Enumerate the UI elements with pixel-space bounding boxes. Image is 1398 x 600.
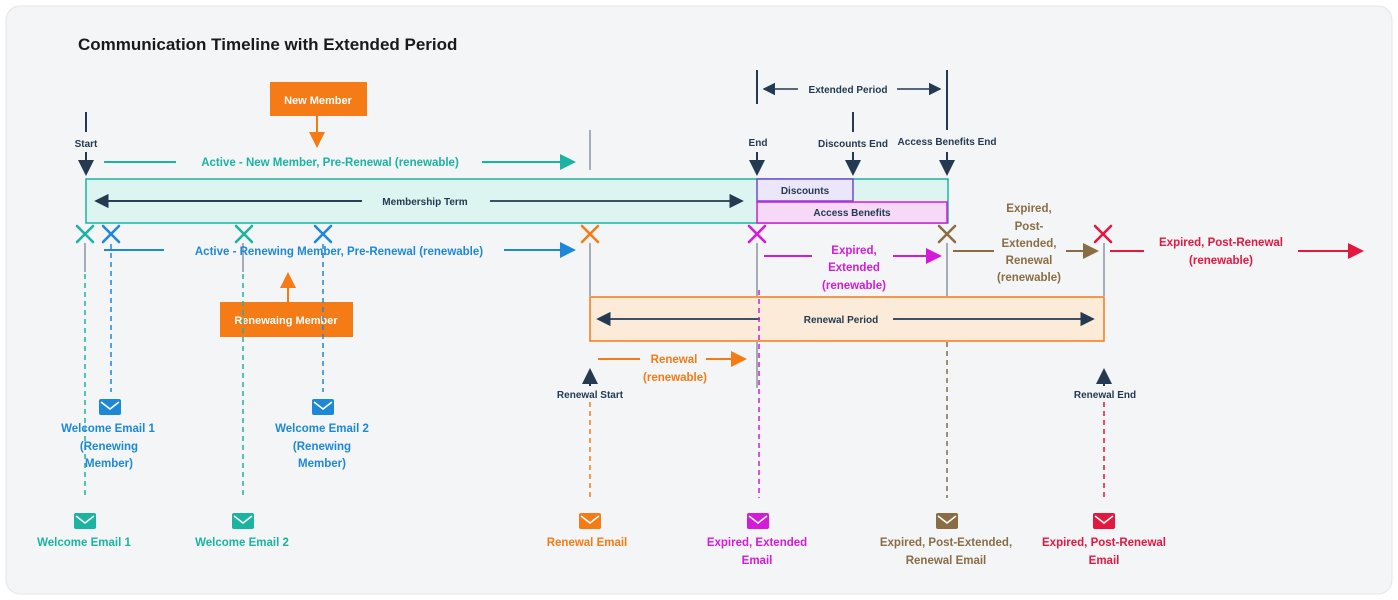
- expired-post-extended-x-icon: [937, 224, 957, 244]
- diagram-title: Communication Timeline with Extended Per…: [78, 35, 457, 54]
- access-benefits-end-label: Access Benefits End: [898, 137, 997, 148]
- expired-post-extended-email-label-1: Expired, Post-Extended,: [880, 537, 1012, 549]
- welcome-email-2-renewing-label-1: Welcome Email 2: [275, 423, 369, 435]
- expired-post-extended-label-4: Renewal: [1006, 255, 1053, 267]
- welcome-email-1-label: Welcome Email 1: [37, 537, 131, 549]
- expired-post-extended-email-label-2: Renewal Email: [906, 555, 987, 567]
- start-marker-label: Start: [75, 139, 98, 150]
- discounts-end-label: Discounts End: [818, 139, 888, 150]
- welcome-email-1-renewing-label-2: (Renewing: [80, 441, 138, 453]
- welcome-email-1-renewing-x-icon: [101, 224, 121, 244]
- expired-extended-label-2: Extended: [828, 262, 880, 274]
- expired-extended-email-envelope-icon: [747, 513, 769, 529]
- expired-post-extended-label-1: Expired,: [1006, 203, 1051, 215]
- expired-post-extended-label-5: (renewable): [997, 272, 1061, 284]
- active-renewing-member-label: Active - Renewing Member, Pre-Renewal (r…: [195, 246, 483, 258]
- extended-period-label: Extended Period: [809, 85, 888, 96]
- access-benefits-label: Access Benefits: [813, 208, 891, 219]
- membership-term-label: Membership Term: [382, 197, 467, 208]
- renewal-period-label: Renewal Period: [804, 315, 878, 326]
- expired-post-renewal-label-1: Expired, Post-Renewal: [1159, 237, 1283, 249]
- expired-post-renewal-label-2: (renewable): [1189, 255, 1253, 267]
- renewal-phase-label-1: Renewal: [651, 354, 698, 366]
- expired-extended-label-3: (renewable): [822, 280, 886, 292]
- expired-post-extended-label-2: Post-: [1015, 221, 1044, 233]
- welcome-email-2-renewing-label-2: (Renewing: [293, 441, 351, 453]
- renewing-member-callout: [220, 302, 353, 337]
- access-benefits-bar: [756, 201, 948, 224]
- renewal-x-icon: [580, 224, 600, 244]
- new-member-callout-label: New Member: [284, 95, 353, 107]
- welcome-email-2-renewing-x-icon: [313, 224, 333, 244]
- welcome-email-2-envelope-icon: [232, 513, 254, 529]
- expired-post-extended-label-3: Extended,: [1002, 238, 1057, 250]
- renewing-member-callout-label: Renewaing Member: [234, 315, 338, 327]
- renewal-start-label: Renewal Start: [557, 390, 624, 401]
- renewal-email-label: Renewal Email: [547, 537, 628, 549]
- discounts-bar: [756, 178, 854, 202]
- discounts-label: Discounts: [781, 186, 830, 197]
- renewal-email-envelope-icon: [579, 513, 601, 529]
- expired-extended-label-1: Expired,: [831, 245, 876, 257]
- welcome-email-1-x-icon: [75, 224, 95, 244]
- expired-post-extended-email-envelope-icon: [936, 513, 958, 529]
- renewal-phase-label-2: (renewable): [643, 372, 707, 384]
- expired-post-renewal-email-label-1: Expired, Post-Renewal: [1042, 537, 1166, 549]
- expired-extended-email-label-2: Email: [742, 555, 773, 567]
- expired-extended-email-label-1: Expired, Extended: [707, 537, 807, 549]
- welcome-email-1-envelope-icon: [74, 513, 96, 529]
- end-marker-label: End: [749, 138, 768, 149]
- welcome-email-1-renewing-label-3: Member): [85, 458, 133, 470]
- renewal-end-label: Renewal End: [1074, 390, 1136, 401]
- active-new-member-label: Active - New Member, Pre-Renewal (renewa…: [201, 157, 459, 169]
- welcome-email-2-renewing-envelope-icon: [312, 399, 334, 415]
- expired-extended-x-icon: [747, 224, 767, 244]
- welcome-email-2-x-icon: [234, 224, 254, 244]
- expired-post-renewal-email-envelope-icon: [1093, 513, 1115, 529]
- welcome-email-2-renewing-label-3: Member): [298, 458, 346, 470]
- expired-post-renewal-x-icon: [1093, 224, 1113, 244]
- new-member-callout: [270, 82, 367, 116]
- welcome-email-2-label: Welcome Email 2: [195, 537, 289, 549]
- welcome-email-1-renewing-envelope-icon: [99, 399, 121, 415]
- expired-post-renewal-email-label-2: Email: [1089, 555, 1120, 567]
- welcome-email-1-renewing-label-1: Welcome Email 1: [61, 423, 155, 435]
